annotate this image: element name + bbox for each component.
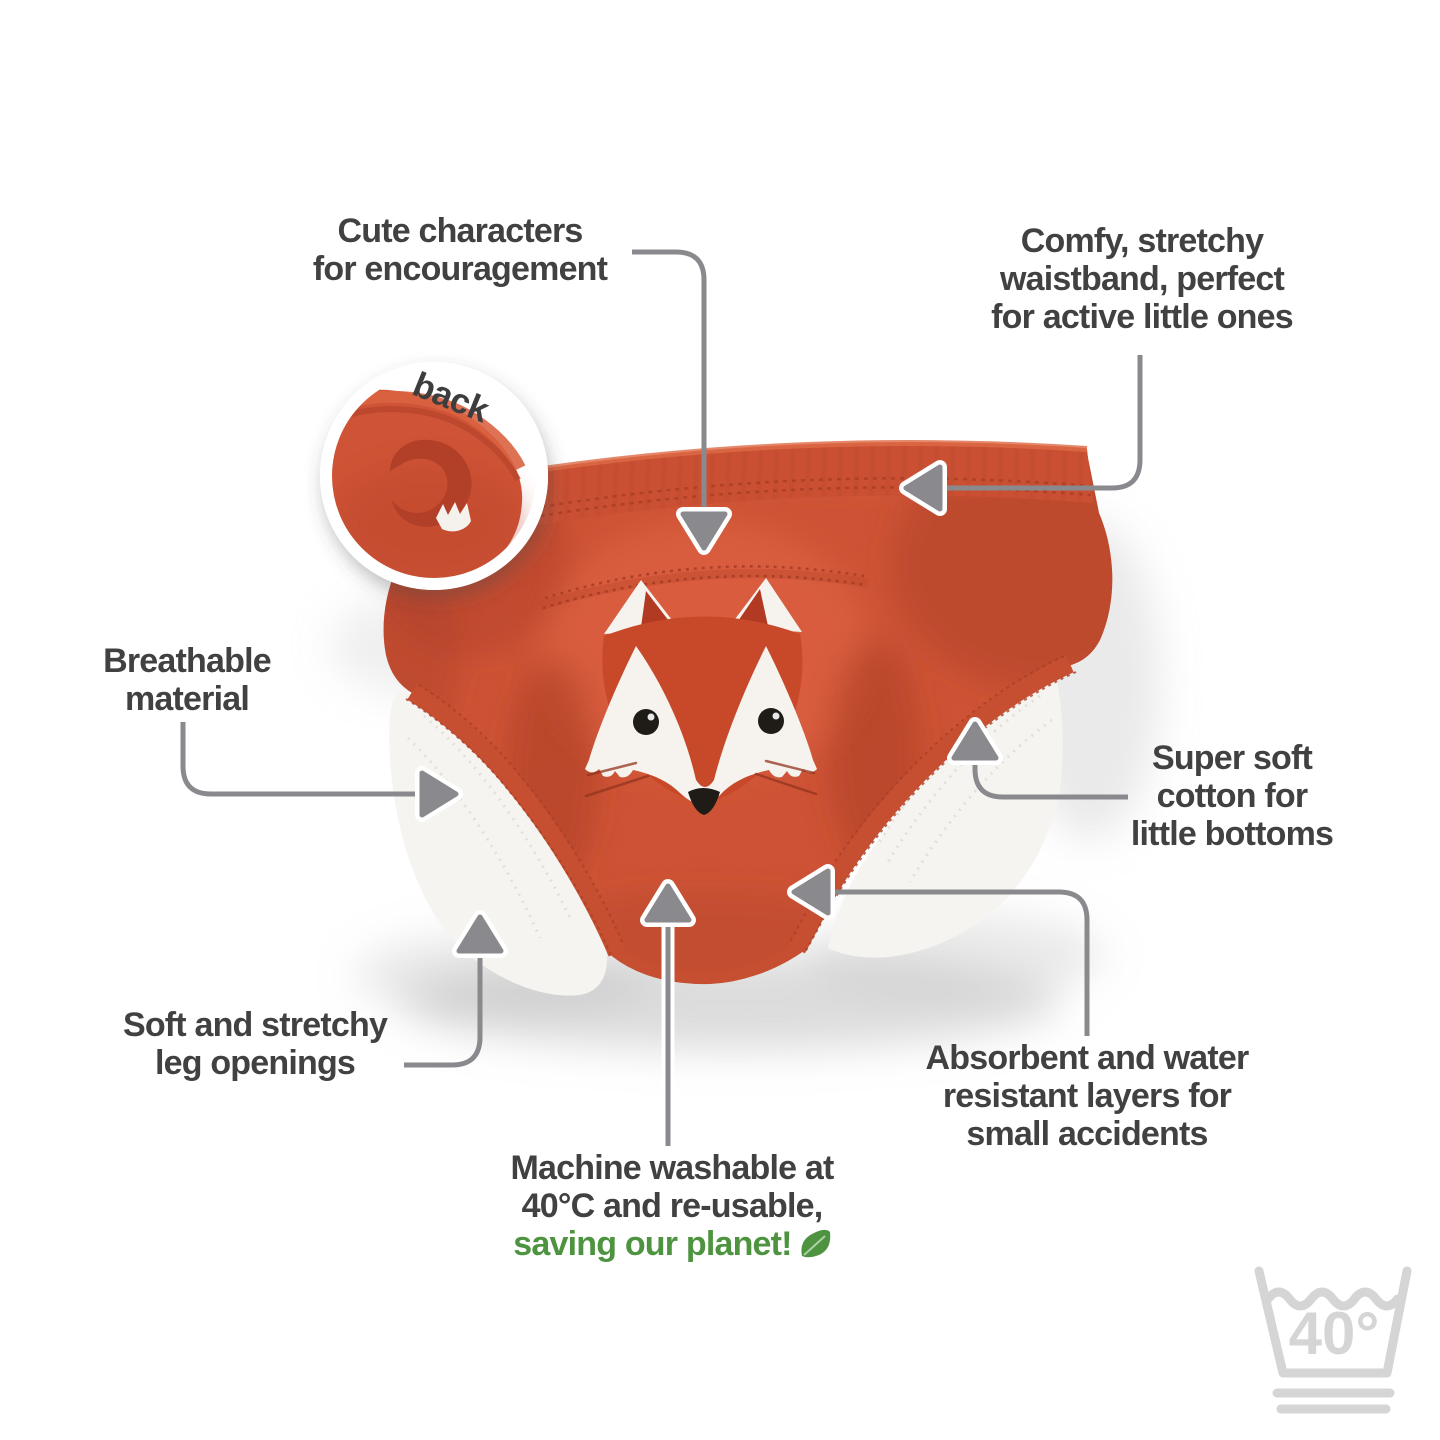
annotation-line: Soft and stretchy [122, 1006, 388, 1044]
annotation-cute-characters: Cute characters for encouragement [240, 212, 680, 288]
connector-super-soft-cotton [947, 717, 1128, 800]
leg-lining-right [828, 672, 1063, 958]
annotation-line: for active little ones [991, 298, 1294, 336]
fox-tail [390, 439, 472, 527]
annotation-line: waistband, perfect [999, 260, 1285, 298]
fox-face [584, 578, 818, 815]
annotation-line: small accidents [966, 1115, 1208, 1153]
fox-nose [688, 788, 720, 815]
leaf-icon [801, 1229, 830, 1258]
arrow-left-waistband [903, 464, 943, 512]
annotation-line: Comfy, stretchy [1020, 222, 1264, 260]
fox-ear-right [729, 578, 802, 632]
annotation-leg-openings: Soft and stretchy leg openings [35, 1006, 475, 1082]
annotation-line: for encouragement [312, 250, 608, 288]
wash-temperature-label: 40° [1288, 1300, 1380, 1367]
annotation-breathable-material: Breathable material [7, 642, 367, 718]
annotation-super-soft-cotton: Super soft cotton for little bottoms [1052, 739, 1412, 853]
annotation-comfy-waistband: Comfy, stretchy waistband, perfect for a… [922, 222, 1362, 336]
annotation-line: Breathable [103, 642, 272, 680]
connector-machine-washable [640, 879, 696, 1146]
arrow-up-crotch [644, 883, 692, 923]
annotation-line: Absorbent and water [925, 1039, 1250, 1077]
arrow-down-fox-panel [680, 511, 728, 551]
fox-eye-left [633, 709, 659, 735]
back-inset [320, 362, 548, 590]
fox-whiskers [584, 759, 818, 798]
annotation-line: little bottoms [1130, 815, 1334, 853]
connector-cute-characters [632, 249, 732, 555]
arrow-left-crotch [791, 868, 831, 916]
connector-breathable-material [180, 722, 463, 822]
highlight-text: saving our planet! [513, 1225, 792, 1263]
annotation-machine-washable: Machine washable at 40°C and re-usable, … [452, 1149, 892, 1263]
fox-muzzle-white [585, 646, 817, 805]
annotation-highlight-line: saving our planet! [452, 1225, 892, 1263]
connector-leg-openings [404, 910, 508, 1068]
arrow-up-leg-opening [456, 914, 504, 954]
annotation-line: leg openings [154, 1044, 356, 1082]
connector-comfy-waistband [899, 355, 1143, 516]
annotation-absorbent-layers: Absorbent and water resistant layers for… [867, 1039, 1307, 1153]
leg-opening-bindings [405, 655, 1077, 985]
connector-absorbent-layers [787, 864, 1090, 1036]
annotation-line: Cute characters [337, 212, 583, 250]
annotation-line: 40°C and re-usable, [521, 1187, 824, 1225]
annotation-line: material [124, 680, 250, 718]
fox-tail-tip [436, 502, 471, 532]
annotation-line: cotton for [1156, 777, 1308, 815]
annotation-line: resistant layers for [942, 1077, 1232, 1115]
annotation-line: Machine washable at [510, 1149, 834, 1187]
annotation-line: Super soft [1151, 739, 1313, 777]
arrow-right-lining [419, 770, 459, 818]
fox-eye-right [758, 708, 784, 734]
front-panel-seam [538, 565, 869, 611]
wash-at-40-icon [1254, 1266, 1412, 1414]
arrow-up-cotton [951, 721, 999, 761]
